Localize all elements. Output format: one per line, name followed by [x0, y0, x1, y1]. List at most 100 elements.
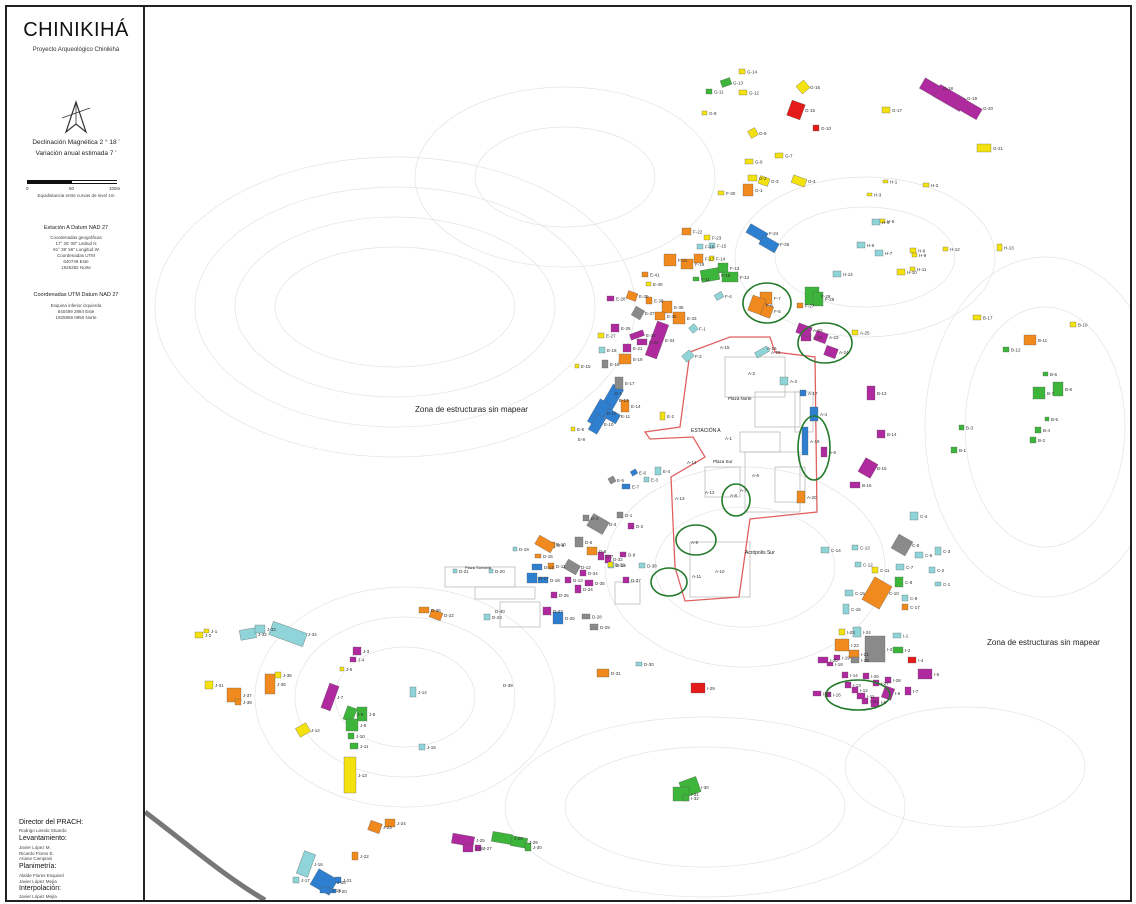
structure-a-3[interactable]	[779, 376, 789, 386]
structure-a-23[interactable]	[813, 330, 829, 344]
structure-a-24[interactable]	[823, 345, 839, 359]
structure-c-7[interactable]	[895, 563, 905, 571]
structure-e-15[interactable]	[574, 363, 580, 369]
structure-e-24[interactable]	[636, 338, 648, 346]
structure-h-2[interactable]	[922, 182, 930, 188]
structure-e-9[interactable]	[570, 426, 576, 432]
structure-c-14[interactable]	[820, 546, 830, 554]
structure-h-5[interactable]	[879, 218, 886, 224]
structure-c-6[interactable]	[914, 551, 924, 559]
structure-d-30[interactable]	[635, 661, 643, 667]
structure-b-17[interactable]	[972, 314, 982, 321]
structure-g-7[interactable]	[774, 152, 784, 159]
structure-j-10[interactable]	[347, 732, 355, 740]
structure-f-16[interactable]	[696, 243, 704, 250]
structure-c-3[interactable]	[934, 546, 942, 556]
structure-f-21[interactable]	[663, 253, 677, 267]
structure-g-16[interactable]	[795, 79, 811, 95]
structure-j-2[interactable]	[194, 631, 204, 639]
structure-f-25[interactable]	[758, 234, 780, 254]
structure-j-20[interactable]	[329, 888, 337, 894]
structure-i-6[interactable]	[881, 685, 895, 701]
structure-i-12[interactable]	[851, 686, 859, 694]
structure-e-40[interactable]	[645, 281, 652, 287]
structure-c-5[interactable]	[890, 533, 914, 557]
structure-h-8[interactable]	[909, 247, 917, 254]
structure-d-3[interactable]	[586, 513, 610, 535]
structure-e-35[interactable]	[654, 311, 666, 321]
structure-b-11[interactable]	[1023, 334, 1037, 346]
structure-d-28[interactable]	[581, 613, 591, 620]
structure-d-23[interactable]	[483, 613, 491, 621]
structure-h-13[interactable]	[996, 243, 1003, 252]
structure-e-36[interactable]	[661, 300, 673, 314]
structure-j-25[interactable]	[451, 832, 475, 848]
structure-f-30[interactable]	[717, 190, 725, 196]
structure-e-14[interactable]	[620, 399, 630, 413]
structure-g-11[interactable]	[705, 88, 713, 95]
structure-g-14[interactable]	[738, 68, 746, 75]
structure-f-23[interactable]	[703, 234, 711, 241]
structure-c-16[interactable]	[842, 603, 850, 615]
structure-d-33[interactable]	[607, 561, 614, 568]
structure-d-9[interactable]	[619, 551, 627, 558]
structure-i-23[interactable]	[838, 628, 846, 636]
structure-i-17[interactable]	[812, 690, 822, 697]
structure-j-14[interactable]	[409, 686, 417, 698]
structure-e-7[interactable]	[621, 483, 631, 490]
structure-j-35[interactable]	[264, 673, 276, 695]
structure-f-27[interactable]	[796, 302, 804, 309]
structure-f-17[interactable]	[693, 253, 704, 264]
structure-j-22[interactable]	[351, 851, 359, 861]
structure-j-13[interactable]	[343, 756, 357, 794]
structure-j-5[interactable]	[339, 666, 345, 672]
structure-j-7[interactable]	[320, 682, 340, 712]
structure-i-20[interactable]	[817, 656, 829, 664]
structure-j-34[interactable]	[268, 621, 308, 647]
structure-j-37[interactable]	[226, 687, 242, 703]
structure-c-9[interactable]	[901, 594, 909, 602]
structure-e-37[interactable]	[630, 305, 646, 321]
structure-j-28[interactable]	[491, 831, 513, 845]
structure-e-28[interactable]	[606, 295, 615, 302]
structure-d-26[interactable]	[552, 611, 564, 625]
structure-j-19[interactable]	[319, 886, 331, 894]
structure-c-13[interactable]	[851, 544, 859, 551]
structure-h-3[interactable]	[866, 192, 873, 197]
structure-d-34[interactable]	[579, 569, 587, 577]
structure-j-4[interactable]	[349, 656, 357, 663]
structure-d-35[interactable]	[584, 579, 594, 587]
structure-h-14[interactable]	[832, 270, 842, 278]
structure-j-17[interactable]	[292, 876, 300, 884]
structure-d-14[interactable]	[531, 563, 543, 571]
structure-j-1[interactable]	[203, 628, 210, 634]
structure-a-4[interactable]	[809, 406, 819, 422]
structure-f-4[interactable]	[713, 291, 725, 301]
structure-e-25[interactable]	[629, 329, 645, 341]
structure-d-13[interactable]	[564, 576, 572, 584]
structure-j-26[interactable]	[462, 843, 474, 853]
structure-d-20[interactable]	[488, 568, 494, 574]
structure-i-22[interactable]	[834, 638, 850, 652]
structure-e-11[interactable]	[603, 407, 621, 425]
structure-d-1[interactable]	[616, 511, 624, 519]
structure-h-9[interactable]	[911, 252, 918, 258]
structure-g-8[interactable]	[701, 110, 708, 116]
structure-e-41[interactable]	[641, 271, 649, 278]
structure-b-16[interactable]	[849, 481, 861, 489]
structure-j-8[interactable]	[356, 706, 368, 722]
structure-a-20[interactable]	[796, 490, 806, 504]
structure-f-11[interactable]	[692, 276, 700, 282]
structure-b-13[interactable]	[866, 385, 876, 401]
structure-a-17[interactable]	[799, 389, 807, 397]
structure-j-23[interactable]	[367, 820, 383, 834]
structure-c-10[interactable]	[861, 576, 893, 610]
structure-i-19[interactable]	[833, 654, 841, 661]
structure-h-10[interactable]	[896, 268, 906, 276]
structure-b-1[interactable]	[950, 446, 958, 454]
structure-d-6[interactable]	[586, 546, 598, 556]
structure-h-11[interactable]	[909, 266, 916, 272]
structure-i-28[interactable]	[884, 676, 892, 684]
structure-a-25[interactable]	[851, 329, 859, 336]
